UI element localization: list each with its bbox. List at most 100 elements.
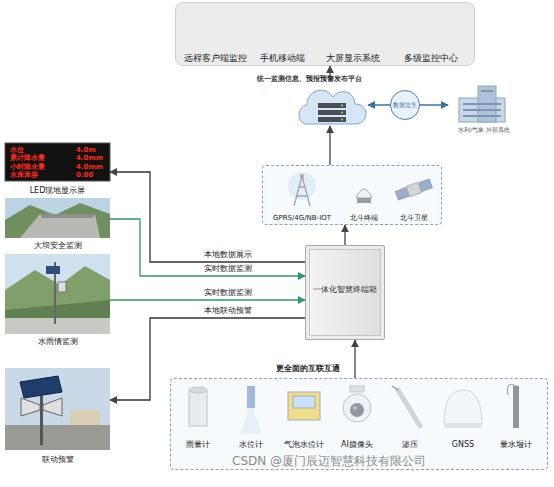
alarm-photo (5, 425, 110, 450)
led-reading: 小时降水量 (10, 164, 45, 172)
node-text: 统一监测信息、预报预警发布平台 (250, 76, 368, 83)
cloud-server (299, 90, 366, 124)
cloud-platform: 统一监测信息、预报预警发布平台 (250, 76, 368, 126)
node-text: 大坝安全监测 (5, 241, 110, 250)
alarm-photo (43, 398, 62, 416)
cloud-server (318, 117, 346, 122)
building-icon (463, 115, 501, 117)
alarm-photo (70, 410, 100, 425)
led-reading: 0.00 (76, 172, 93, 180)
comm-icon: GPRS/4G/NB-IOT (266, 169, 338, 223)
edge-label: 本地联动预警 (204, 307, 252, 316)
node-text: 水位计 (225, 440, 277, 449)
sensor-icon: GNSS (437, 381, 489, 449)
cloud-server (318, 103, 346, 108)
edge-label: 实时数据监测 (204, 265, 252, 274)
led-reading: 4.0mm (76, 155, 103, 163)
connector (329, 66, 330, 76)
cloud-server (318, 110, 346, 115)
node-text: 一体化智慧终端箱 (306, 286, 384, 295)
led-reading: 水库库容 (10, 172, 38, 180)
dam-photo (20, 214, 100, 238)
client-icon: 远程客户端监控 (180, 6, 250, 64)
node-text: 北斗卫星 (390, 214, 438, 222)
client-icon: 多级监控中心 (392, 6, 470, 64)
water-rain-photo (5, 318, 110, 334)
terminal-cabinet: 一体化智慧终端箱 (305, 245, 385, 340)
connector (110, 219, 305, 276)
sensor-icon: 渗压 (384, 381, 436, 449)
alarm-photo (5, 368, 110, 450)
led-screen-photo (5, 143, 110, 181)
photo-node: 大坝安全监测 (5, 198, 110, 250)
node-text: 多级监控中心 (392, 54, 470, 64)
dam-photo (5, 198, 110, 238)
watermark: CSDN @厦门辰迈智慧科技有限公司 (232, 455, 426, 468)
connector (329, 126, 330, 165)
water-rain-photo (5, 266, 110, 334)
connector (110, 318, 305, 400)
node-text: LED现地显示屏 (5, 186, 110, 195)
node-text: AI摄像头 (331, 440, 383, 449)
node-text: GPRS/4G/NB-IOT (266, 214, 338, 222)
cloud-server (341, 112, 343, 114)
led-reading: 4.0m (76, 147, 96, 155)
alarm-photo (21, 398, 40, 416)
sensor-icon: 雨量计 (172, 381, 224, 449)
external-system: 水利/气象 外部系统 (448, 84, 520, 134)
led-reading: 水位 (10, 147, 24, 155)
sensor-icon: 量水堰计 (490, 381, 542, 449)
node-text: 远程客户端监控 (180, 54, 250, 64)
led-screen-photo (5, 143, 110, 181)
dam-photo (5, 203, 110, 238)
connector (110, 299, 305, 300)
cloud-server (341, 119, 343, 121)
comm-group: GPRS/4G/NB-IOT 北斗终端北斗卫星 (262, 165, 442, 225)
photo-node: 水雨情监测 (5, 254, 110, 346)
client-icon: 大屏显示系统 (316, 6, 390, 64)
node-text: 大屏显示系统 (316, 54, 390, 64)
alarm-photo (20, 376, 62, 398)
cloud-server (299, 90, 366, 124)
node-text: 北斗终端 (342, 214, 386, 222)
node-text: GNSS (437, 440, 489, 449)
dam-photo (5, 198, 110, 238)
node-text: 气泡水位计 (278, 440, 330, 449)
node-text: 雨量计 (172, 440, 224, 449)
comm-icon: 北斗终端 (342, 169, 386, 223)
sensor-icon: 水位计 (225, 381, 277, 449)
exchange-badge: 数据交互 (390, 90, 420, 120)
node-text: 水利/气象 外部系统 (448, 127, 520, 134)
client-icon: 手机移动端 (252, 6, 312, 64)
platform-panel: 远程客户端监控手机移动端大屏显示系统多级监控中心 (175, 2, 475, 66)
led-reading: 累计降水量 (10, 155, 45, 163)
connector (354, 340, 355, 378)
sensor-icon: AI摄像头 (331, 381, 383, 449)
node-text: 手机移动端 (252, 54, 312, 64)
comm-icon: 北斗卫星 (390, 169, 438, 223)
node-text: 水雨情监测 (5, 337, 110, 346)
led-reading: 4.0mm (76, 164, 103, 172)
photo-node: 联动预警 (5, 368, 110, 464)
building-icon (481, 90, 493, 92)
connector (344, 225, 345, 245)
building-icon (459, 86, 505, 122)
water-rain-photo (5, 254, 110, 334)
water-rain-photo (5, 300, 110, 334)
dam-photo (40, 214, 95, 218)
water-rain-photo (5, 254, 110, 334)
alarm-photo (5, 368, 110, 450)
sensor-icon: 气泡水位计 (278, 381, 330, 449)
building-icon (463, 103, 501, 105)
building-icon (463, 109, 501, 111)
node-text: 联动预警 (5, 455, 110, 464)
edge-label: 本地数据展示 (204, 251, 252, 260)
node-text: 量水堰计 (490, 440, 542, 449)
edge-label: 实时数据监测 (204, 289, 252, 298)
water-rain-photo (58, 282, 66, 292)
water-rain-photo (46, 266, 60, 274)
node-text: 渗压 (384, 440, 436, 449)
